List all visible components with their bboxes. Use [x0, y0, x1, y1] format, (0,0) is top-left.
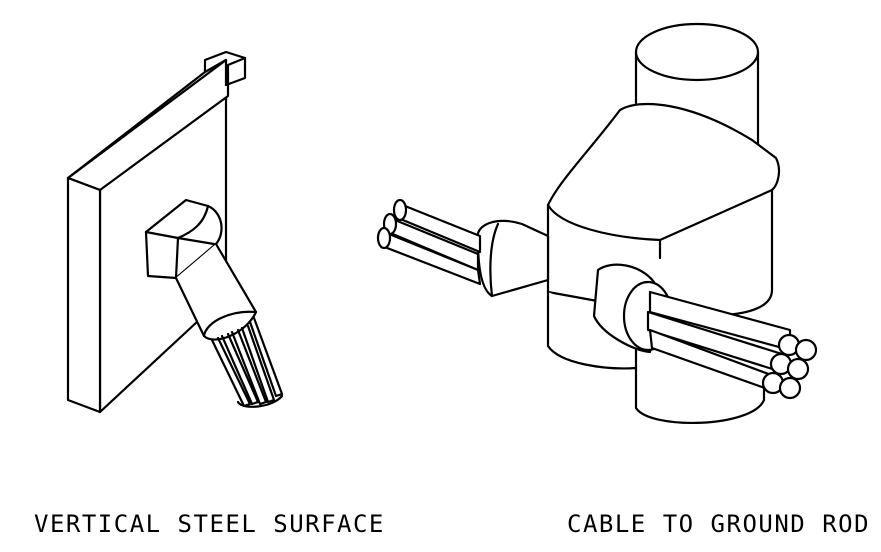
weld-mold-body — [546, 102, 781, 317]
steel-plate-edge — [66, 176, 102, 414]
ground-rod-top-end — [634, 22, 760, 82]
vertical-steel-surface-illustration — [66, 50, 284, 414]
caption-cable-to-ground-rod: CABLE TO GROUND ROD — [567, 510, 871, 538]
cable-strands-right-side — [646, 290, 818, 400]
caption-vertical-steel-surface: VERTICAL STEEL SURFACE — [34, 510, 385, 538]
steel-plate-lip — [98, 56, 247, 192]
left-cable-sleeve — [476, 219, 550, 298]
cable-strands-left-side — [376, 198, 482, 286]
cable-strands-left — [210, 316, 284, 408]
cable-to-ground-rod-illustration — [376, 22, 818, 425]
